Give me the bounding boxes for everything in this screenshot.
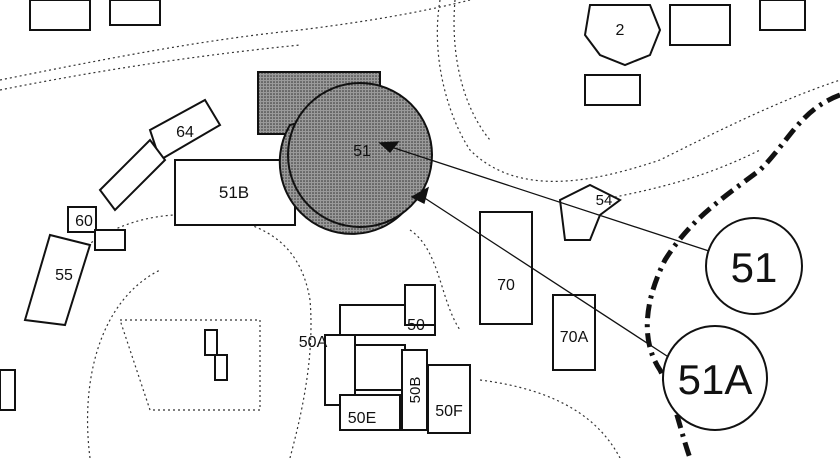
buildings <box>0 0 806 434</box>
building-51-highlight <box>257 71 433 235</box>
callout-circle-51A <box>662 325 768 431</box>
label-55: 55 <box>55 267 73 284</box>
label-70A: 70A <box>560 329 589 346</box>
label-51: 51 <box>353 143 371 160</box>
label-54: 54 <box>596 192 613 209</box>
label-50: 50 <box>407 317 425 334</box>
label-60: 60 <box>75 213 93 230</box>
label-64: 64 <box>176 124 194 141</box>
label-51B: 51B <box>219 183 249 202</box>
label-2: 2 <box>616 22 625 39</box>
label-50A: 50A <box>299 334 328 351</box>
label-50E: 50E <box>348 410 376 427</box>
callout-circle-51 <box>705 217 803 315</box>
label-50F: 50F <box>435 403 463 420</box>
label-50B: 50B <box>407 377 424 404</box>
building-labels: 2 64 51 51B 60 55 54 70 70A 50 50A 50B 5… <box>55 22 624 427</box>
label-70: 70 <box>497 277 515 294</box>
callout-label-51: 51 <box>731 244 778 291</box>
leader-lines <box>378 141 713 359</box>
callout-label-51A: 51A <box>678 356 753 403</box>
